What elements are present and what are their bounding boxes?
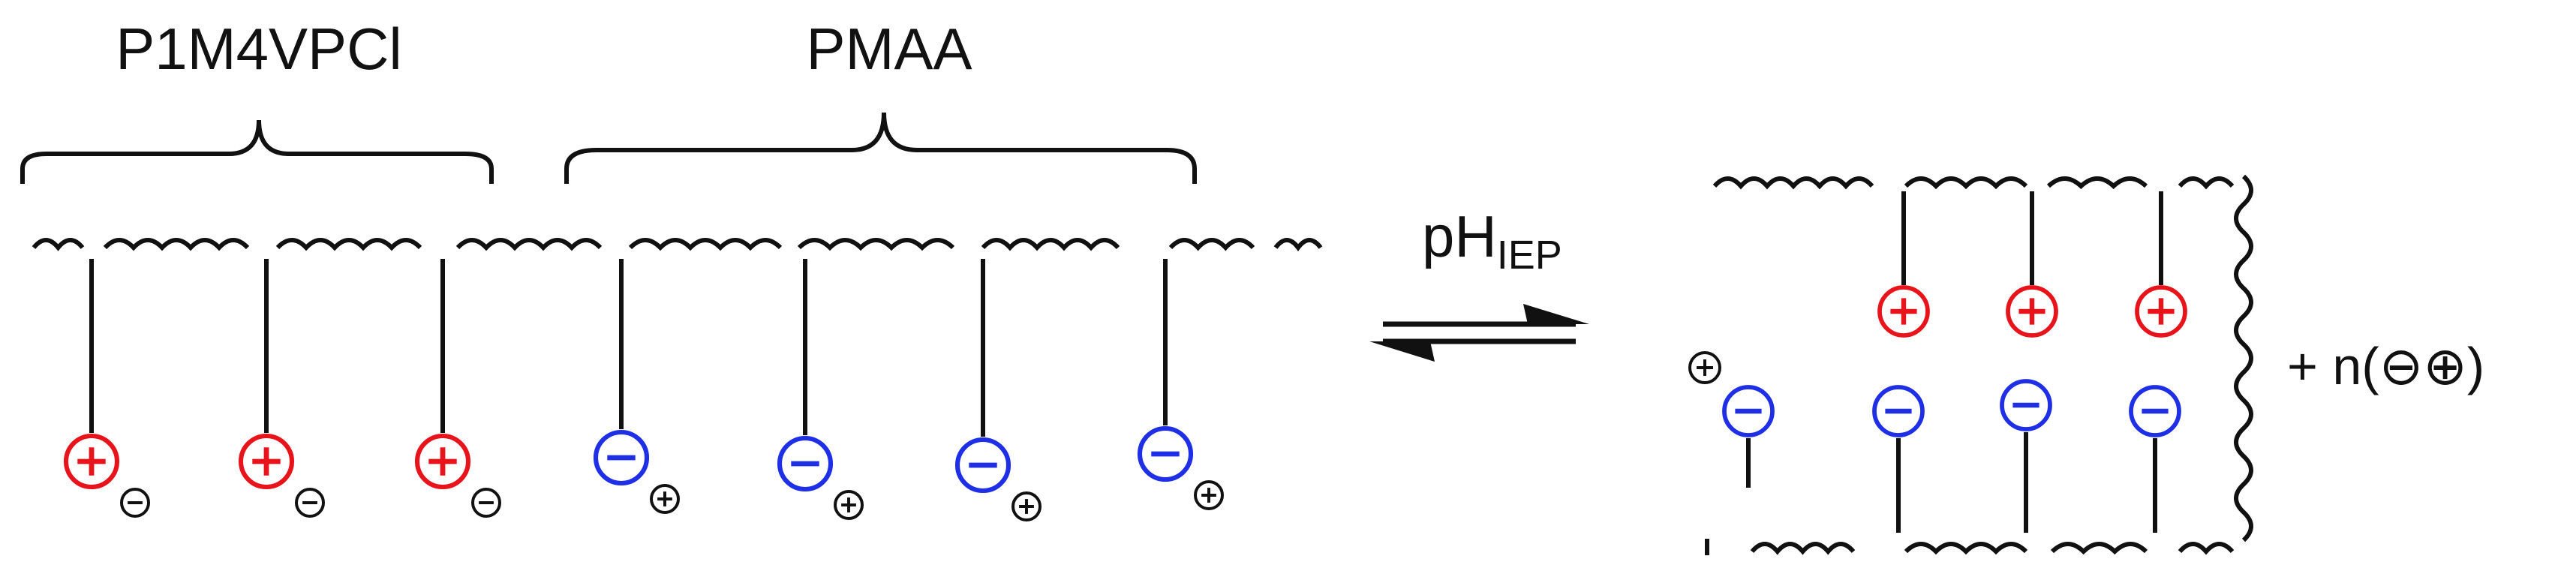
circled-minus-icon (2129, 385, 2181, 437)
small-circled-minus-icon (471, 488, 501, 518)
brace-p1m4vpcl (20, 119, 494, 184)
circled-minus-icon (1872, 385, 1925, 437)
small-circled-minus-icon (120, 488, 150, 518)
backbone-segment (1750, 542, 1856, 555)
circled-plus-icon (414, 433, 471, 490)
backbone-segment (2178, 542, 2235, 555)
backbone-segment (275, 238, 422, 251)
circled-plus-icon (238, 433, 295, 490)
backbone-loop (2234, 174, 2253, 542)
circled-minus-icon (954, 437, 1011, 494)
backbone-segment (2046, 176, 2148, 190)
circled-minus-icon (593, 429, 650, 486)
backbone-segment (628, 238, 783, 251)
backbone-segment (2050, 542, 2148, 555)
small-circled-plus-icon (834, 490, 864, 520)
backbone-segment (103, 238, 250, 251)
backbone-segment (1904, 542, 2028, 555)
circled-minus-icon (777, 435, 834, 492)
equilibrium-arrows-icon (1369, 304, 1589, 362)
backbone-segment (1904, 176, 2028, 190)
circled-minus-icon (1137, 425, 1194, 482)
condition-label: pHIEP (1422, 203, 1562, 278)
backbone-segment (981, 238, 1120, 251)
backbone-segment (455, 238, 603, 251)
brace-pmaa (564, 112, 1197, 184)
small-circled-plus-icon (1011, 491, 1042, 521)
small-circled-minus-icon (295, 488, 325, 518)
complex-backbone-top (1712, 176, 2235, 190)
condition-subscript: IEP (1497, 233, 1562, 278)
pendant-groups-left (63, 259, 1224, 521)
complex-backbone-loop (2234, 174, 2253, 542)
small-circled-plus-icon (650, 484, 680, 514)
circled-minus-icon (2000, 379, 2052, 431)
block-label-p1m4vpcl: P1M4VPCl (116, 16, 401, 82)
backbone-segment (1273, 238, 1323, 251)
backbone-segment (797, 238, 955, 251)
small-circled-plus-icon (1194, 480, 1224, 510)
circled-plus-icon (2006, 285, 2058, 338)
circled-plus-icon (2135, 285, 2187, 338)
released-ion-pair: + n(⊖⊕) (2287, 337, 2484, 395)
circled-minus-icon (1722, 385, 1775, 437)
pendant-groups-complex (1688, 191, 2187, 555)
polymer-backbone-left (32, 238, 1323, 251)
circled-plus-icon (63, 433, 120, 490)
backbone-segment (1712, 176, 1874, 190)
backbone-segment (2178, 176, 2235, 190)
circled-plus-icon (1877, 285, 1930, 338)
backbone-segment (32, 238, 85, 251)
block-label-pmaa: PMAA (806, 16, 972, 82)
backbone-segment (1168, 238, 1255, 251)
small-circled-plus-icon (1688, 351, 1721, 384)
complex-backbone-bottom (1750, 542, 2235, 555)
condition-ph: pH (1422, 203, 1497, 269)
